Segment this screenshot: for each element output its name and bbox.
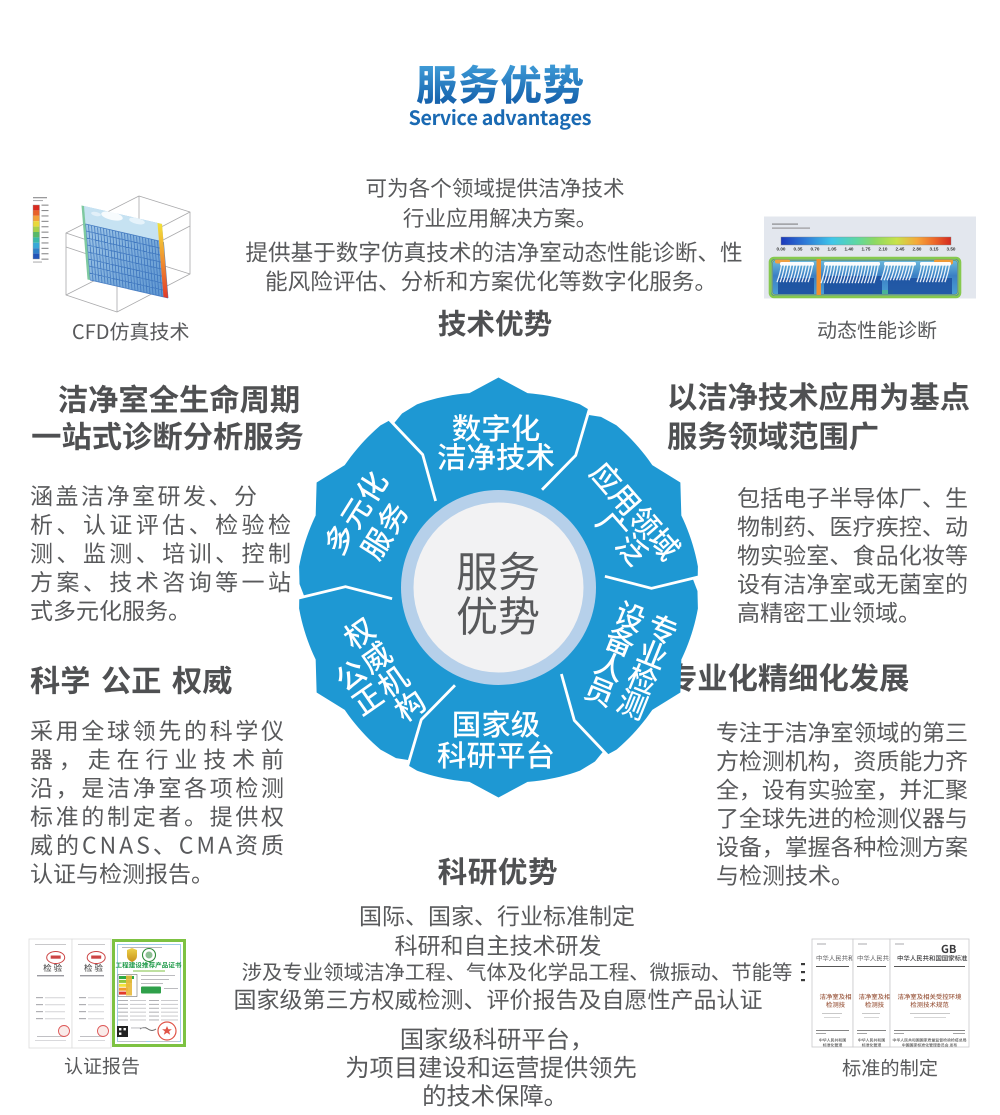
svg-text:3.15: 3.15 <box>930 247 939 252</box>
svg-text:2.10: 2.10 <box>879 247 888 252</box>
svg-text:2.80: 2.80 <box>913 247 922 252</box>
svg-text:0.00: 0.00 <box>777 247 786 252</box>
svg-text:0.35: 0.35 <box>794 247 803 252</box>
svg-text:3.50: 3.50 <box>947 247 956 252</box>
svg-text:2.45: 2.45 <box>896 247 905 252</box>
svg-text:0.70: 0.70 <box>811 247 820 252</box>
svg-text:1.40: 1.40 <box>845 247 854 252</box>
svg-text:1.05: 1.05 <box>828 247 837 252</box>
svg-text:1.75: 1.75 <box>862 247 871 252</box>
